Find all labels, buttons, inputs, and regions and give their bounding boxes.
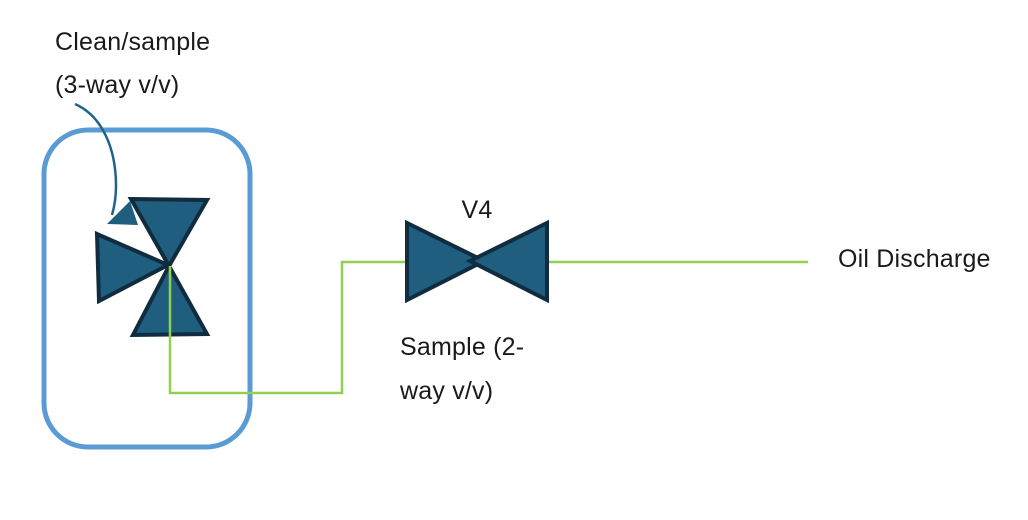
leader-arrow <box>74 102 138 225</box>
oil-discharge-label: Oil Discharge <box>838 245 991 273</box>
three-way-valve-top-triangle <box>127 196 211 271</box>
three-way-valve-left-triangle <box>94 230 173 305</box>
pipe-sample-line <box>168 260 409 395</box>
enclosure-box <box>41 127 253 450</box>
leader-arrowhead-icon <box>107 201 138 225</box>
valve-v4 <box>405 219 549 304</box>
sample-valve-label: Sample (2- way v/v) <box>400 325 524 413</box>
sample-label-line1: Sample (2- <box>400 333 525 361</box>
leader-arrow-curve <box>74 102 118 216</box>
clean-sample-label: Clean/sample (3-way v/v) <box>55 21 210 107</box>
sample-label-line2: way v/v) <box>400 377 494 405</box>
v4-valve-label: V4 <box>461 196 493 224</box>
v4-right-triangle <box>465 219 549 304</box>
v4-left-triangle <box>405 219 489 304</box>
clean-sample-label-line2: (3-way v/v) <box>55 71 180 99</box>
clean-sample-label-line1: Clean/sample <box>55 28 211 56</box>
